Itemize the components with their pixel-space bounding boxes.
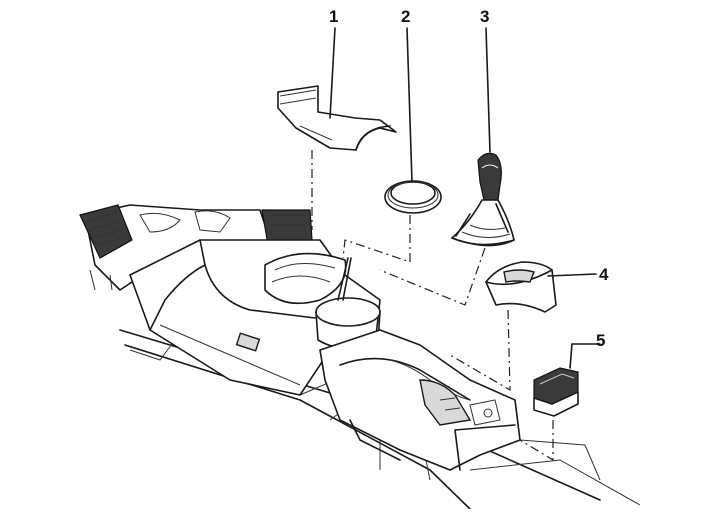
callout-labels: 1 2 3 4 5	[329, 7, 609, 350]
part-2-ring	[384, 180, 442, 214]
dashboard-section: G	[79, 204, 313, 291]
assembly-lines	[311, 150, 554, 462]
callout-3: 3	[480, 7, 489, 26]
leader-lines	[329, 27, 601, 369]
part-5-cap	[533, 367, 579, 417]
callout-1: 1	[329, 7, 338, 26]
center-console	[129, 239, 521, 471]
callout-2: 2	[401, 7, 410, 26]
callout-5: 5	[596, 331, 605, 350]
part-1-trim-cover	[277, 85, 397, 151]
callout-4: 4	[599, 265, 609, 284]
console-emblem	[235, 332, 261, 352]
part-3-gear-knob-boot	[451, 152, 515, 247]
part-4-surround	[485, 261, 557, 313]
